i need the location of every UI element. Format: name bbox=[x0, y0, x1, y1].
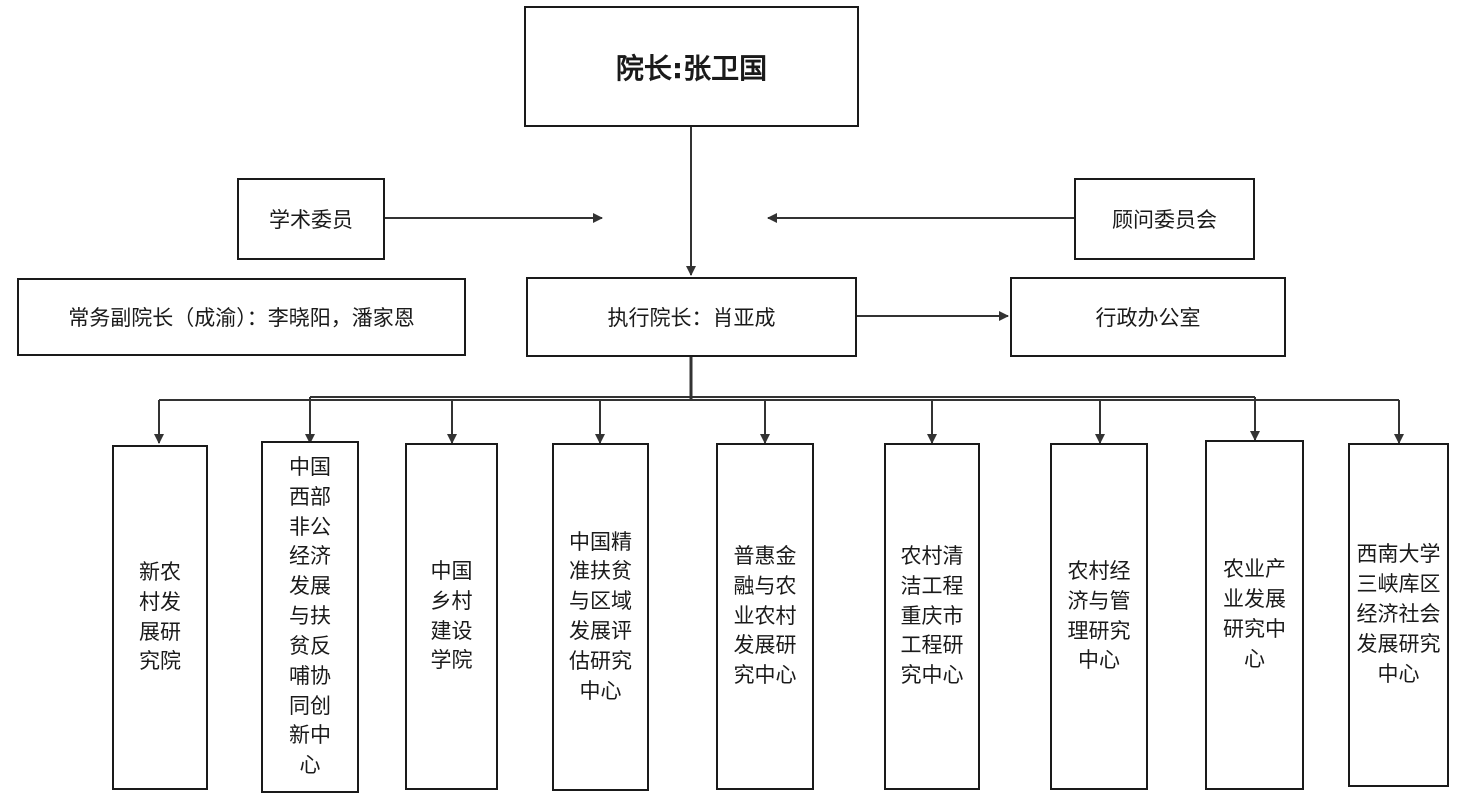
unit-label-6: 农村清洁工程重庆市工程研究中心 bbox=[900, 543, 964, 688]
unit-label-3: 中国乡村建设学院 bbox=[430, 558, 473, 673]
executive-president-box: 执行院长：肖亚成 bbox=[526, 277, 857, 357]
unit-label-9: 西南大学三峡库区经济社会发展研究中心 bbox=[1356, 542, 1441, 686]
unit-label-4: 中国精准扶贫与区域发展评估研究中心 bbox=[569, 529, 632, 703]
unit-box-1: 新农村发展研究院 bbox=[112, 445, 208, 790]
advisory-committee-box: 顾问委员会 bbox=[1074, 178, 1255, 260]
unit-box-5: 普惠金融与农业农村发展研究中心 bbox=[716, 443, 814, 790]
unit-label-1: 新农村发展研究院 bbox=[139, 559, 181, 674]
unit-box-6: 农村清洁工程重庆市工程研究中心 bbox=[884, 443, 980, 790]
advisory-committee-label: 顾问委员会 bbox=[1112, 208, 1217, 232]
admin-office-box: 行政办公室 bbox=[1010, 277, 1286, 357]
unit-box-9: 西南大学三峡库区经济社会发展研究中心 bbox=[1348, 443, 1449, 787]
admin-office-label: 行政办公室 bbox=[1095, 306, 1201, 330]
executive-president-label: 执行院长：肖亚成 bbox=[607, 306, 776, 330]
unit-label-7: 农村经济与管理研究中心 bbox=[1067, 558, 1131, 673]
unit-box-8: 农业产业发展研究中心 bbox=[1205, 440, 1304, 790]
academic-committee-label: 学术委员 bbox=[269, 208, 353, 232]
unit-box-7: 农村经济与管理研究中心 bbox=[1050, 443, 1148, 790]
unit-box-2: 中国西部非公经济发展与扶贫反哺协同创新中心 bbox=[261, 441, 359, 793]
unit-label-2: 中国西部非公经济发展与扶贫反哺协同创新中心 bbox=[289, 455, 331, 778]
president-label: 院长:张卫国 bbox=[615, 51, 768, 85]
unit-box-3: 中国乡村建设学院 bbox=[405, 443, 498, 790]
academic-committee-box: 学术委员 bbox=[237, 178, 385, 260]
unit-box-4: 中国精准扶贫与区域发展评估研究中心 bbox=[552, 443, 649, 791]
vice-president-box: 常务副院长（成渝）：李晓阳，潘家恩 bbox=[17, 278, 466, 356]
unit-label-8: 农业产业发展研究中心 bbox=[1223, 557, 1286, 671]
vice-president-label: 常务副院长（成渝）：李晓阳，潘家恩 bbox=[68, 306, 415, 330]
president-box: 院长:张卫国 bbox=[524, 6, 859, 127]
unit-label-5: 普惠金融与农业农村发展研究中心 bbox=[733, 543, 797, 688]
